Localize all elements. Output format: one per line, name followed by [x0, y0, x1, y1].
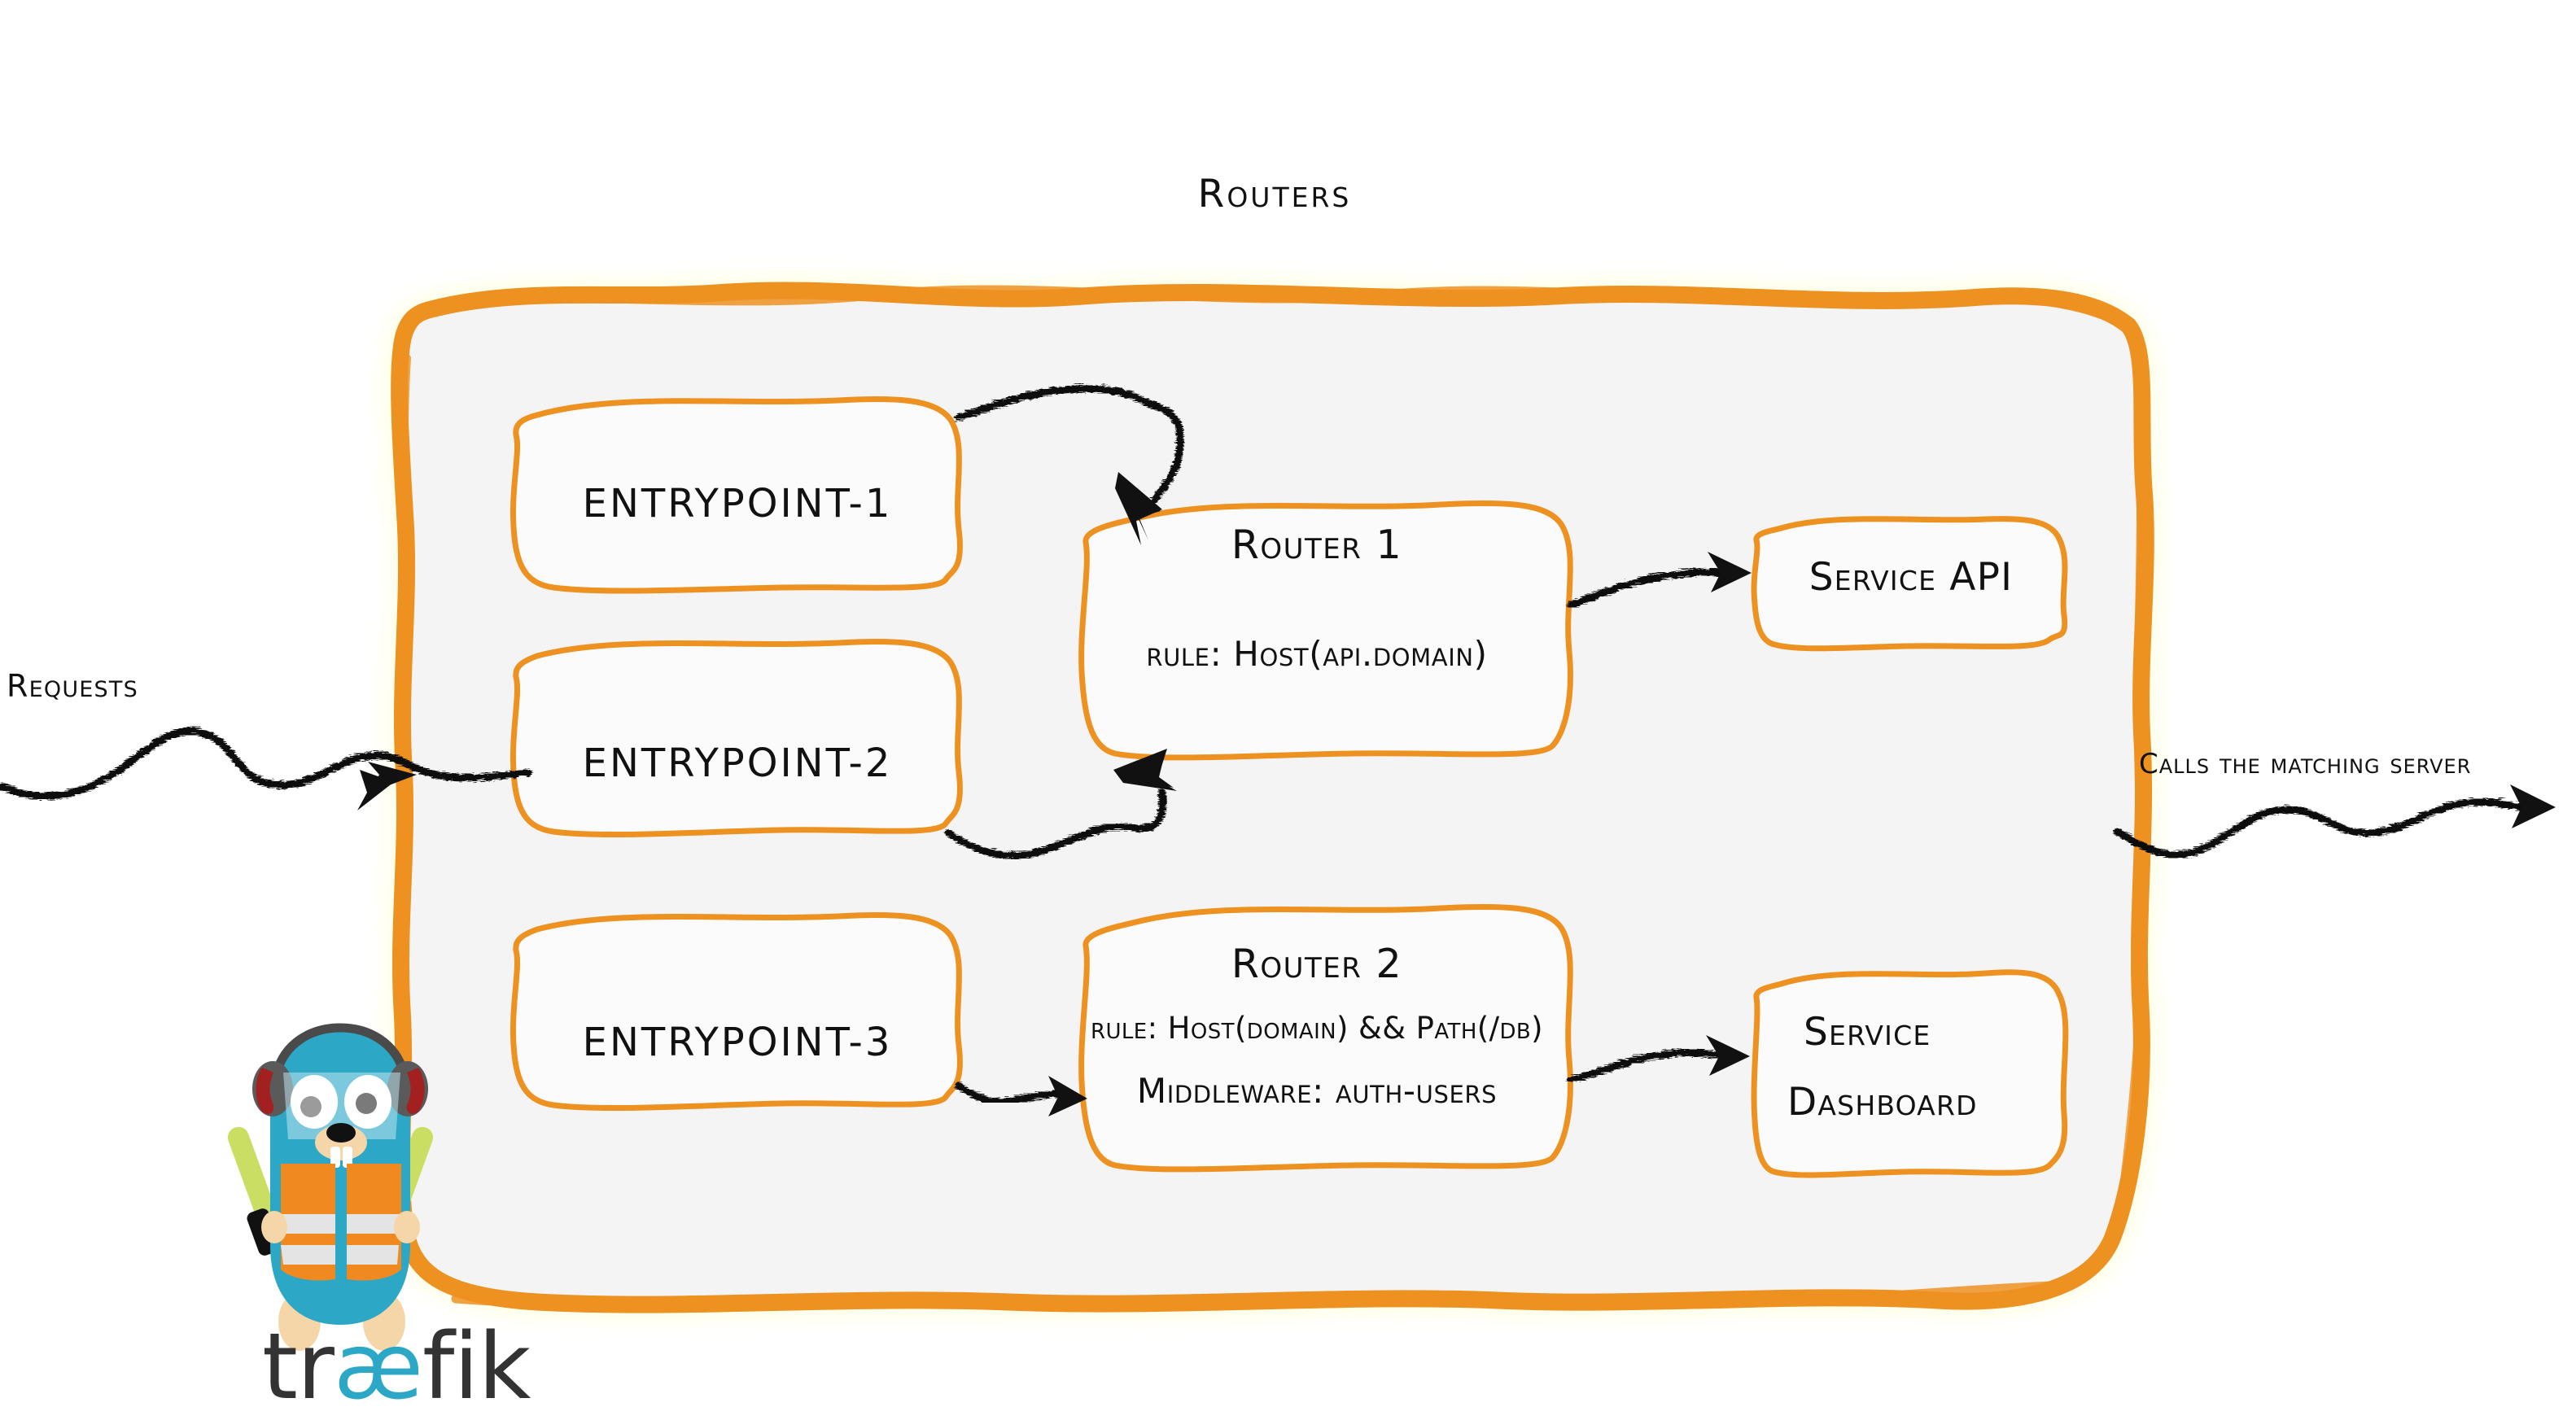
ep1-to-router1-arrowhead-fill: [1115, 472, 1162, 545]
gopher-right-pupil: [356, 1093, 377, 1114]
gopher-left-pupil: [300, 1096, 321, 1117]
router-2-rule-0: rule: Host(domain) && Path(/db): [1091, 1011, 1543, 1046]
router-2-rule-1: Middleware: auth-users: [1136, 1071, 1498, 1111]
gopher-headphone-band: [272, 1023, 409, 1077]
router1-to-service-api-arrowhead: [1708, 552, 1752, 592]
gopher-vest-stripe-1: [281, 1214, 335, 1234]
entrypoint-3-label: entrypoint-3: [582, 1020, 893, 1065]
ep1-to-router1-arrow: [953, 383, 1183, 509]
calls-arrowhead: [2510, 784, 2556, 828]
gopher-vest-stripe-4: [347, 1245, 399, 1265]
ep2-to-router1-arrow: [943, 787, 1166, 859]
entrypoint-3-box[interactable]: [510, 911, 963, 1111]
requests-arrow: [0, 726, 531, 799]
router-2-title: Router 2: [1231, 941, 1403, 987]
traefik-wordmark: træfik: [262, 1322, 531, 1413]
router2-to-service-dashboard-arrow: [1565, 1047, 1726, 1083]
router-1-rule-0: rule: Host(api.domain): [1146, 634, 1488, 674]
wordmark-ae: æ: [333, 1314, 423, 1420]
gopher-right-hand: [394, 1211, 420, 1243]
router-2-box[interactable]: [1078, 903, 1573, 1173]
ep2-to-router1-arrowhead-2: [1113, 749, 1177, 791]
router1-to-service-api-arrow: [1565, 566, 1728, 608]
gopher-nose: [326, 1123, 356, 1143]
wordmark-pre: tr: [262, 1314, 335, 1420]
gopher-vest-stripe-2: [281, 1245, 335, 1265]
panel-border-texture-right: [2115, 354, 2147, 1225]
gopher-left-earcup: [252, 1061, 293, 1116]
wordmark-post: fik: [422, 1314, 531, 1420]
calls-label: Calls the matching server: [2139, 748, 2472, 780]
panel-border-texture-bottom: [451, 1281, 2056, 1312]
service-dashboard-box[interactable]: [1751, 969, 2069, 1178]
requests-arrowhead-tip: [368, 762, 417, 793]
calls-arrow: [2112, 797, 2530, 858]
service-dashboard-label-line1: Service: [1804, 1010, 1931, 1055]
gopher-right-tooth: [343, 1147, 352, 1168]
entrypoint-1-box[interactable]: [510, 395, 963, 594]
page-title: Routers: [1197, 172, 1352, 216]
requests-label: Requests: [7, 668, 138, 704]
panel-border-texture-top: [451, 285, 2121, 326]
ep3-to-router2-arrowhead: [1048, 1076, 1087, 1116]
service-api-box[interactable]: [1751, 516, 2068, 652]
router-1-box[interactable]: [1078, 500, 1573, 761]
entrypoint-2-label: entrypoint-2: [582, 741, 893, 786]
service-dashboard-label-line2: Dashboard: [1787, 1080, 1978, 1125]
gopher-vest-stripe-3: [347, 1214, 401, 1234]
ep3-to-router2-arrow: [953, 1080, 1072, 1105]
router-1-title: Router 1: [1231, 522, 1403, 568]
service-api-label: Service API: [1808, 555, 2014, 600]
gopher-left-tooth: [330, 1147, 340, 1168]
gopher-left-hand: [261, 1211, 287, 1243]
router2-to-service-dashboard-arrowhead: [1706, 1035, 1750, 1076]
entrypoint-1-label: entrypoint-1: [582, 481, 893, 526]
